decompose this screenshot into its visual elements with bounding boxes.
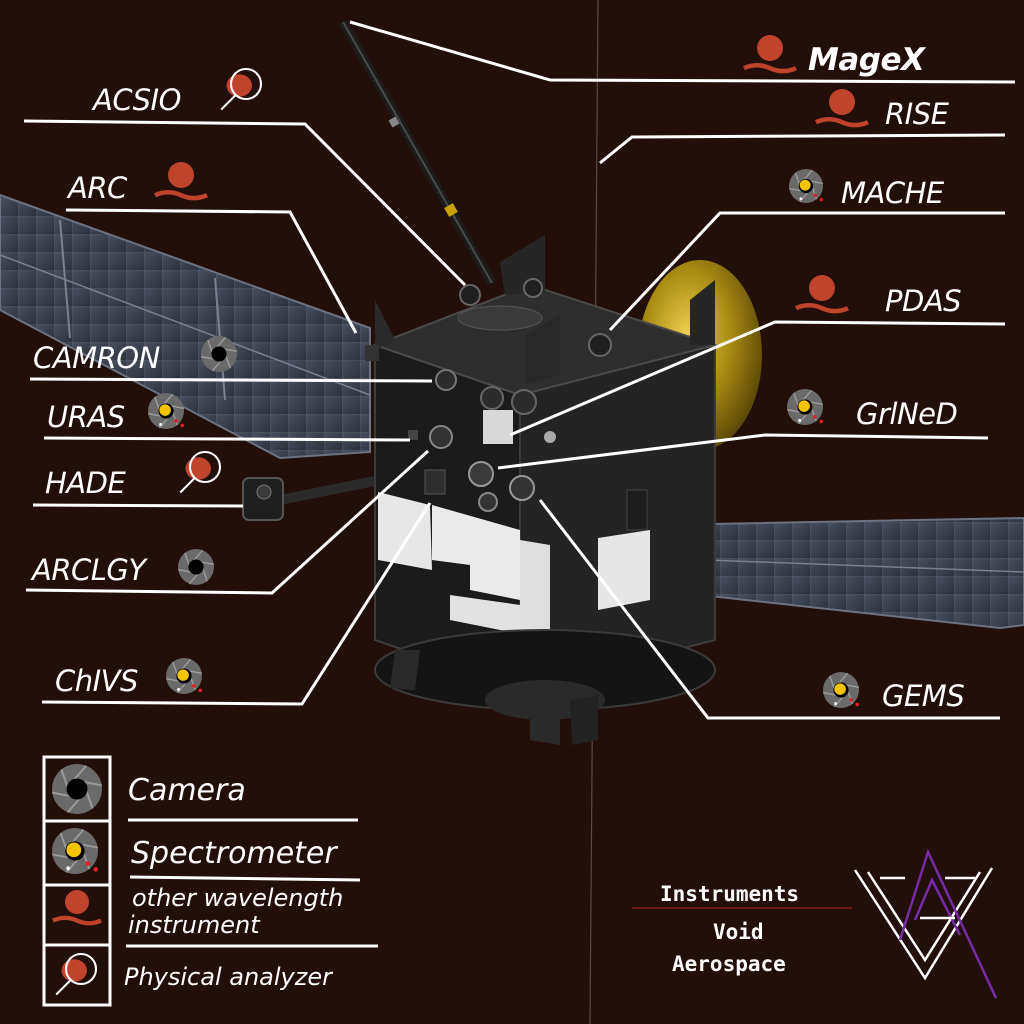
label-uras: URAS [47,400,125,434]
arclgy-camera-icon [178,549,214,585]
icon-layer [52,35,869,996]
legend-underline-spectrometer [129,875,361,882]
hade-physical-icon [179,450,222,494]
legend-label-spectrometer: Spectrometer [131,836,337,871]
leader-gems [538,499,1000,720]
leader-chivs [41,502,432,706]
leader-grlned [497,433,989,470]
leader-arclgy [25,449,430,595]
hade-arm [242,475,381,521]
label-magex: MageX [808,42,925,78]
gems-spectrometer-icon [823,672,859,708]
leader-mache [608,211,1005,332]
label-arc: ARC [68,171,127,205]
label-mache: MACHE [841,176,944,210]
legend-boxes [42,755,112,1007]
legend-camera-icon [52,764,102,814]
leader-hade [32,503,244,508]
legend-other-wavelength-icon [52,890,102,926]
label-hade: HADE [45,466,126,500]
grlned-spectrometer-icon [787,389,823,425]
uras-spectrometer-icon [148,393,184,429]
void-aerospace-logo [853,848,998,999]
arc-other-icon [154,162,208,201]
leader-lines [23,20,1016,948]
mache-spectrometer-icon [789,169,823,203]
legend-label-other-line2: instrument [128,911,260,939]
label-pdas: PDAS [885,284,962,318]
label-arclgy: ARCLGY [32,553,146,587]
credit-line-instruments: Instruments [660,882,800,906]
credit-line-aerospace: Aerospace [672,952,786,976]
legend-label-physical: Physical analyzer [124,963,332,991]
label-rise: RISE [885,97,949,131]
magnetometer-boom [339,19,496,286]
leader-arc [65,208,358,334]
leader-magex [349,20,1016,84]
leader-camron [29,377,433,383]
rise-other-icon [815,89,869,128]
label-chivs: ChIVS [55,664,138,698]
legend-label-camera: Camera [128,773,246,808]
credit-line-void: Void [713,920,764,944]
camron-camera-icon [201,336,237,372]
label-grlned: GrlNeD [856,397,958,431]
spacecraft-bus [365,235,719,745]
legend-physical-analyzer-icon [55,952,98,996]
leader-acsio [23,119,467,287]
pdas-other-icon [795,275,849,314]
legend-box-physical [42,943,112,1007]
leader-rise [599,133,1006,165]
left-solar-panel [0,193,371,460]
legend-spectrometer-icon [52,828,98,874]
leader-uras [43,436,411,442]
label-acsio: ACSIO [93,83,181,117]
label-camron: CAMRON [33,341,160,375]
acsio-physical-icon [220,67,263,111]
magex-other-icon [743,35,797,74]
chivs-spectrometer-icon [166,658,202,694]
legend-label-other-line1: other wavelength [132,884,344,912]
label-gems: GEMS [882,679,965,713]
leader-pdas [509,320,1006,437]
